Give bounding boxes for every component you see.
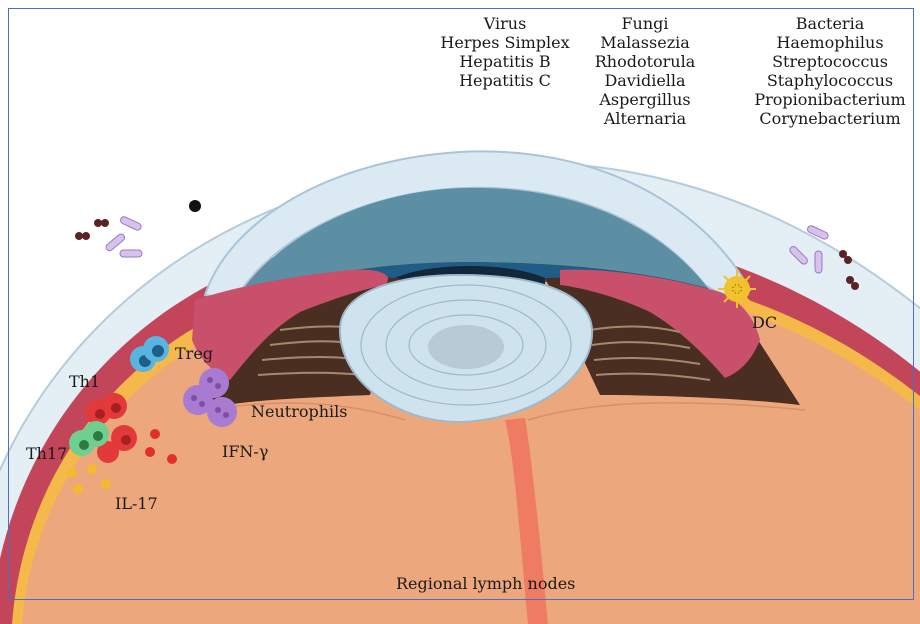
fungi-item: Aspergillus bbox=[585, 90, 705, 109]
ifn-gamma-label: IFN-γ bbox=[222, 442, 268, 461]
neutrophils-label: Neutrophils bbox=[251, 402, 347, 421]
virus-column: Virus Herpes Simplex Hepatitis B Hepatit… bbox=[435, 14, 575, 90]
th17-label: Th17 bbox=[26, 444, 67, 463]
fungi-item: Malassezia bbox=[585, 33, 705, 52]
virus-item: Hepatitis B bbox=[435, 52, 575, 71]
bacteria-item: Streptococcus bbox=[750, 52, 910, 71]
lens-nucleus bbox=[428, 325, 504, 369]
bacteria-heading: Bacteria bbox=[750, 14, 910, 33]
virus-item: Herpes Simplex bbox=[435, 33, 575, 52]
virus-item: Hepatitis C bbox=[435, 71, 575, 90]
fungi-item: Davidiella bbox=[585, 71, 705, 90]
dc-label: DC bbox=[752, 313, 777, 332]
microbes-left bbox=[75, 200, 201, 257]
il17-label: IL-17 bbox=[115, 494, 158, 513]
fungi-item: Rhodotorula bbox=[585, 52, 705, 71]
fungi-item: Alternaria bbox=[585, 109, 705, 128]
virus-heading: Virus bbox=[435, 14, 575, 33]
fungi-heading: Fungi bbox=[585, 14, 705, 33]
fungi-column: Fungi Malassezia Rhodotorula Davidiella … bbox=[585, 14, 705, 128]
bacteria-item: Haemophilus bbox=[750, 33, 910, 52]
bacteria-item: Propionibacterium bbox=[750, 90, 910, 109]
th1-label: Th1 bbox=[69, 372, 100, 391]
lymph-nodes-label: Regional lymph nodes bbox=[396, 574, 575, 593]
bacteria-item: Staphylococcus bbox=[750, 71, 910, 90]
bacteria-column: Bacteria Haemophilus Streptococcus Staph… bbox=[750, 14, 910, 128]
bacteria-item: Corynebacterium bbox=[750, 109, 910, 128]
treg-label: Treg bbox=[175, 344, 213, 363]
